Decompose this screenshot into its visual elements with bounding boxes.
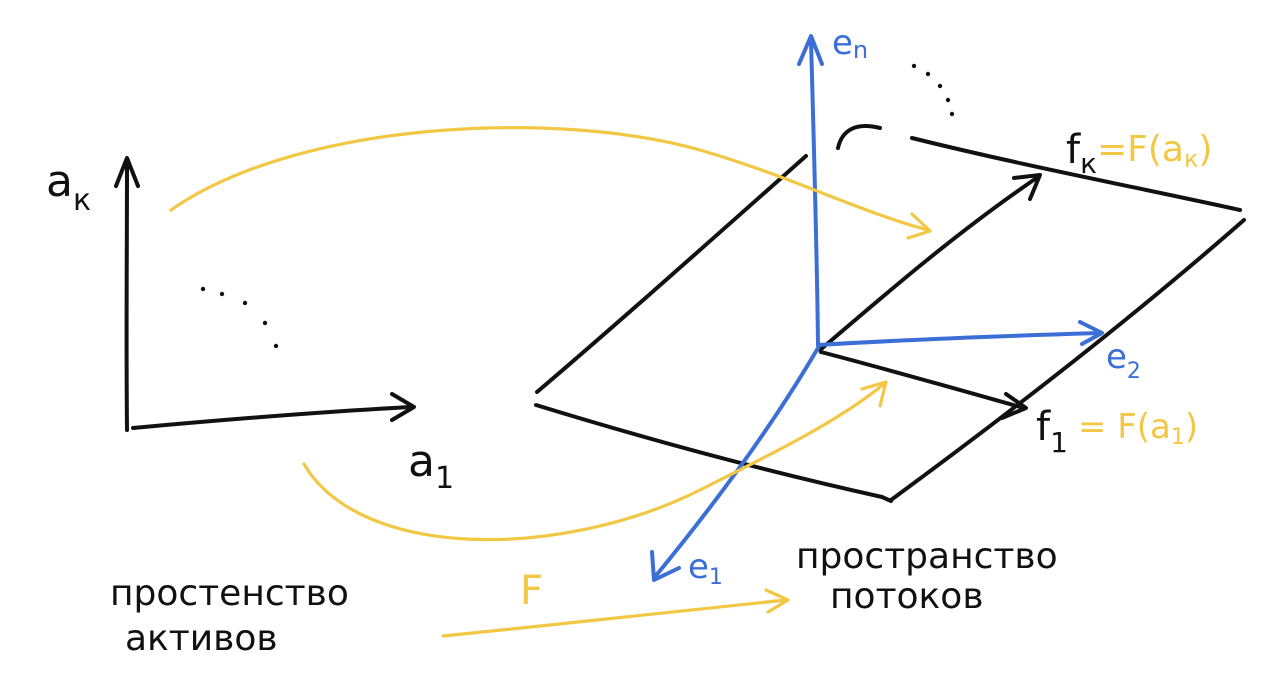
vector-fk-arrowhead [1012,173,1042,201]
basis-e2-axis [816,331,1102,347]
asset-space-caption-line1: простенство [110,573,349,614]
basis-e2-arrowhead [1078,320,1104,346]
mapping-arc-ak-arrowhead [906,212,932,240]
flow-space-caption-line2: потоков [830,576,984,617]
flow-space: en e2 e1 fк=F(aк) f1= F(a1) пространство… [534,23,1246,617]
mapping-arrows: F [169,126,932,638]
asset-axis-horizontal-arrowhead [390,392,416,422]
vector-f1-arrowhead [1000,392,1028,420]
mapping-arc-a1-to-f1 [302,382,886,542]
mapping-arrow-f [441,598,788,638]
basis-en-label: en [832,23,868,64]
mapping-arc-ak-to-fk [169,126,930,232]
asset-axis-horizontal [131,405,412,430]
vector-f1-label: f1= F(a1) [1036,404,1198,459]
vector-fk [818,175,1040,352]
mapping-label: F [520,568,543,614]
asset-space-caption-line2: активов [125,618,278,659]
basis-e1-axis [652,346,820,580]
asset-axis-vertical-arrowhead [114,156,140,188]
asset-axis-horizontal-label: a1 [408,436,454,496]
asset-axis-vertical-label: aк [46,156,91,218]
mapping-arrow-f-arrowhead [764,588,790,614]
asset-dots [200,286,279,349]
basis-e1-label: e1 [688,547,723,590]
plane-back-edge-left [836,124,882,150]
basis-en-arrowhead [797,34,824,66]
vector-f1 [819,350,1026,410]
mapping-arc-a1-arrowhead [860,380,888,408]
asset-space: aк a1 простенство активов [46,156,454,659]
vector-fk-label: fк=F(aк) [1066,127,1213,180]
flow-space-caption-line1: пространство [796,536,1058,577]
basis-en-axis [809,38,820,347]
plane-back-edge-right [910,136,1242,212]
plane-front-edge [534,403,884,499]
basis-e1-arrowhead [650,550,681,582]
flow-dots [911,63,955,117]
basis-e2-label: e2 [1106,337,1141,384]
plane-right-edge [889,218,1246,502]
plane-left-edge [535,154,808,394]
